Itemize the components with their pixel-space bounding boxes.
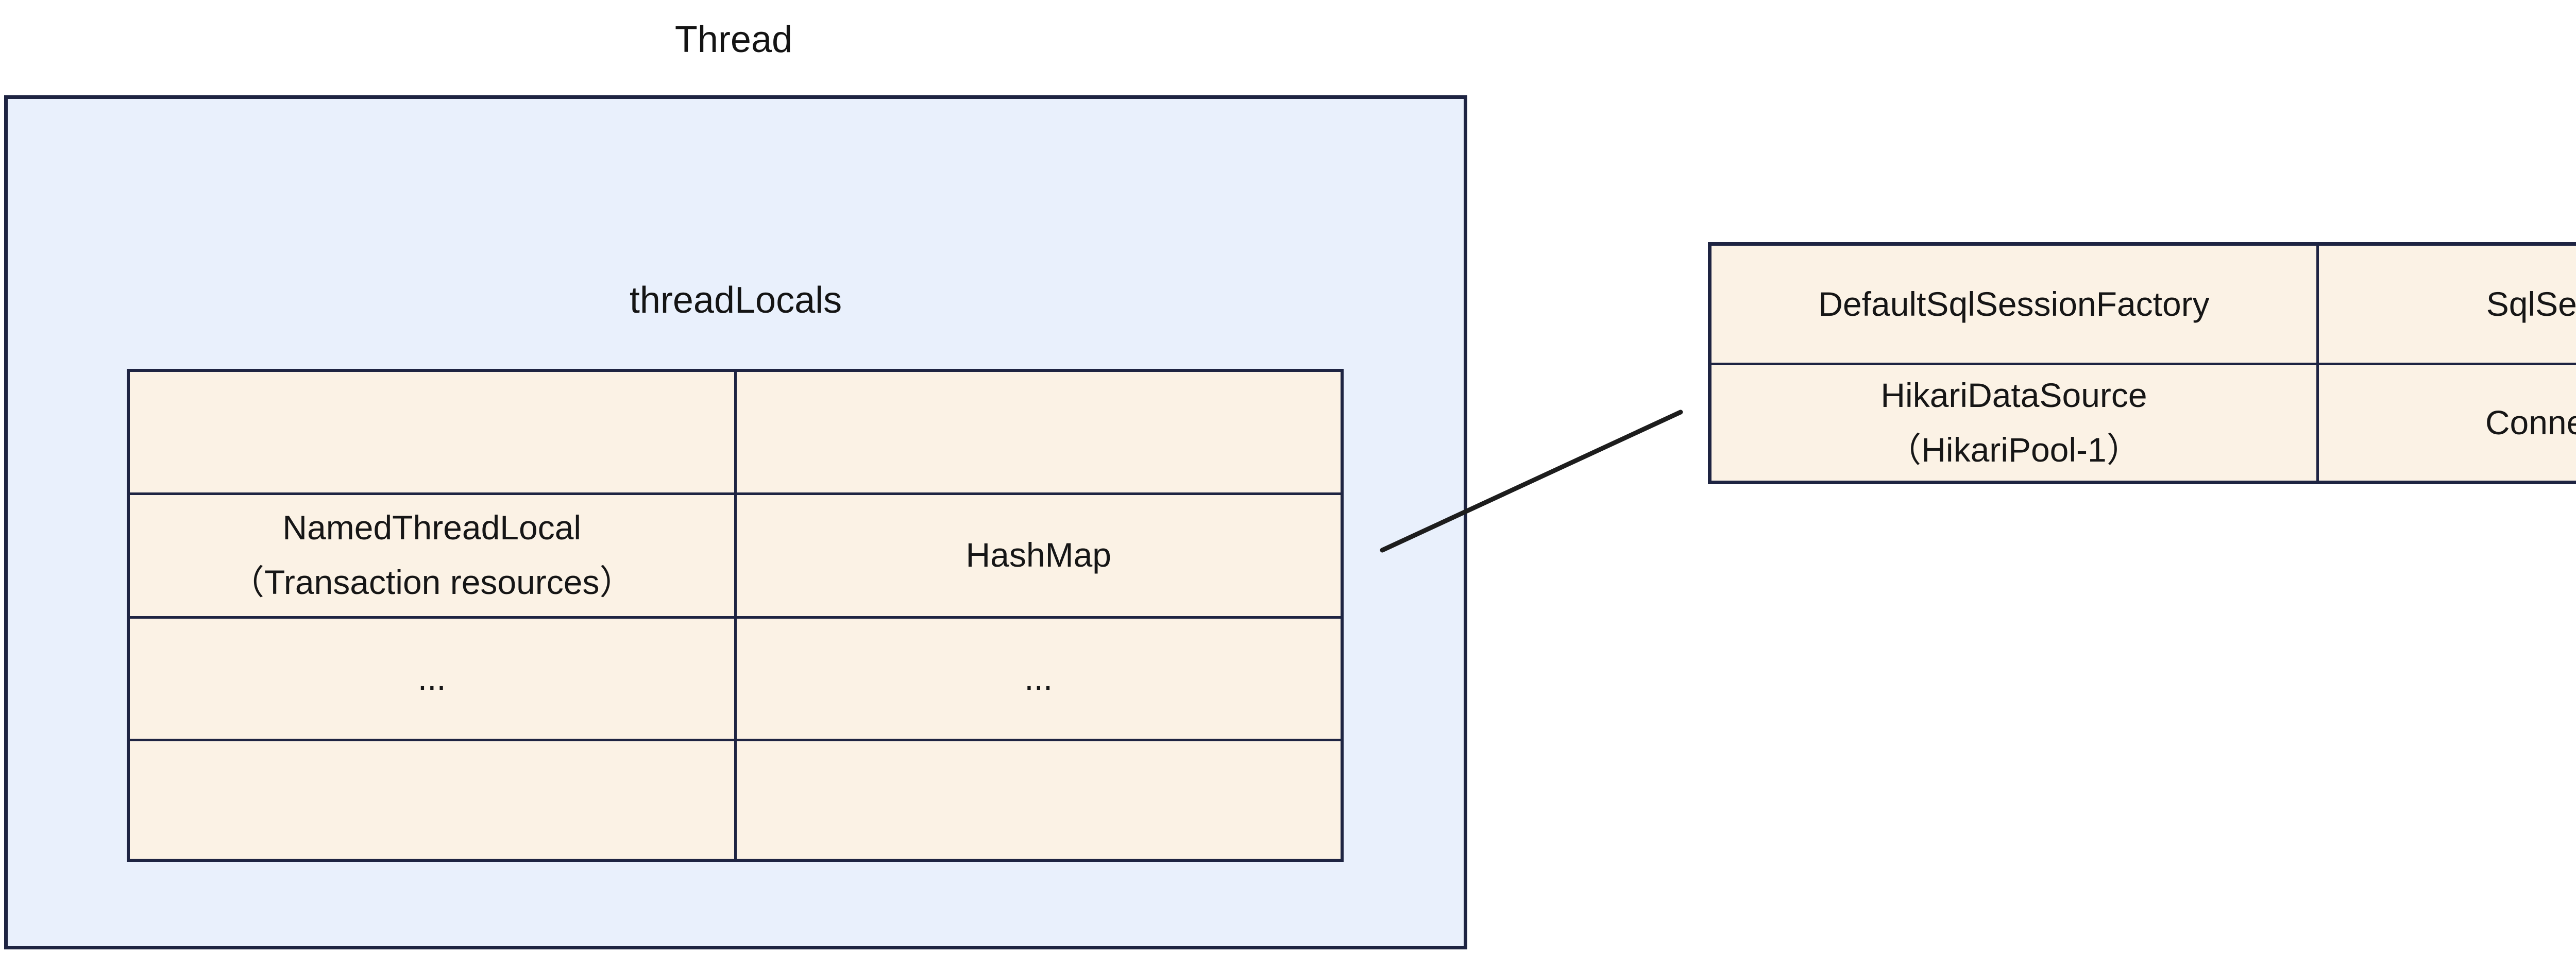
threadlocals-label: threadLocals bbox=[629, 280, 842, 321]
table-row bbox=[127, 738, 1344, 862]
tl-cell-empty-top-right bbox=[734, 369, 1344, 495]
tl-cell-ellipsis-left: ... bbox=[127, 616, 737, 741]
threadlocals-table: NamedThreadLocal （Transaction resources）… bbox=[127, 369, 1344, 862]
table-row: DefaultSqlSessionFactory SqlSessionHolde… bbox=[1708, 243, 2576, 365]
table-row: HikariDataSource （HikariPool-1） Connecti… bbox=[1708, 363, 2576, 484]
table-row: ... ... bbox=[127, 616, 1344, 741]
thread-title-label: Thread bbox=[674, 19, 793, 60]
thread-box: threadLocals NamedThreadLocal （Transacti… bbox=[4, 95, 1467, 949]
holder-table: DefaultSqlSessionFactory SqlSessionHolde… bbox=[1708, 242, 2576, 484]
hikaridatasource-line1: HikariDataSource bbox=[1880, 376, 2147, 415]
tl-cell-ellipsis-right: ... bbox=[734, 616, 1344, 741]
namedthreadlocal-line1: NamedThreadLocal bbox=[282, 508, 582, 547]
hikaridatasource-line2: （HikariPool-1） bbox=[1887, 431, 2141, 469]
tl-cell-empty-bottom-right bbox=[734, 738, 1344, 862]
table-row: NamedThreadLocal （Transaction resources）… bbox=[127, 492, 1344, 619]
tl-cell-empty-top-left bbox=[127, 369, 737, 495]
tl-cell-namedthreadlocal: NamedThreadLocal （Transaction resources） bbox=[127, 492, 737, 619]
namedthreadlocal-line2: （Transaction resources） bbox=[230, 563, 634, 601]
holder-cell-connectionholder: ConnectionHolder bbox=[2316, 363, 2576, 484]
table-row bbox=[127, 369, 1344, 495]
tl-cell-hashmap: HashMap bbox=[734, 492, 1344, 619]
holder-cell-sqlsessionholder: SqlSessionHolder bbox=[2316, 243, 2576, 365]
holder-cell-defaultsqlsessionfactory: DefaultSqlSessionFactory bbox=[1708, 243, 2319, 365]
tl-cell-empty-bottom-left bbox=[127, 738, 737, 862]
holder-cell-hikaridatasource: HikariDataSource （HikariPool-1） bbox=[1708, 363, 2319, 484]
